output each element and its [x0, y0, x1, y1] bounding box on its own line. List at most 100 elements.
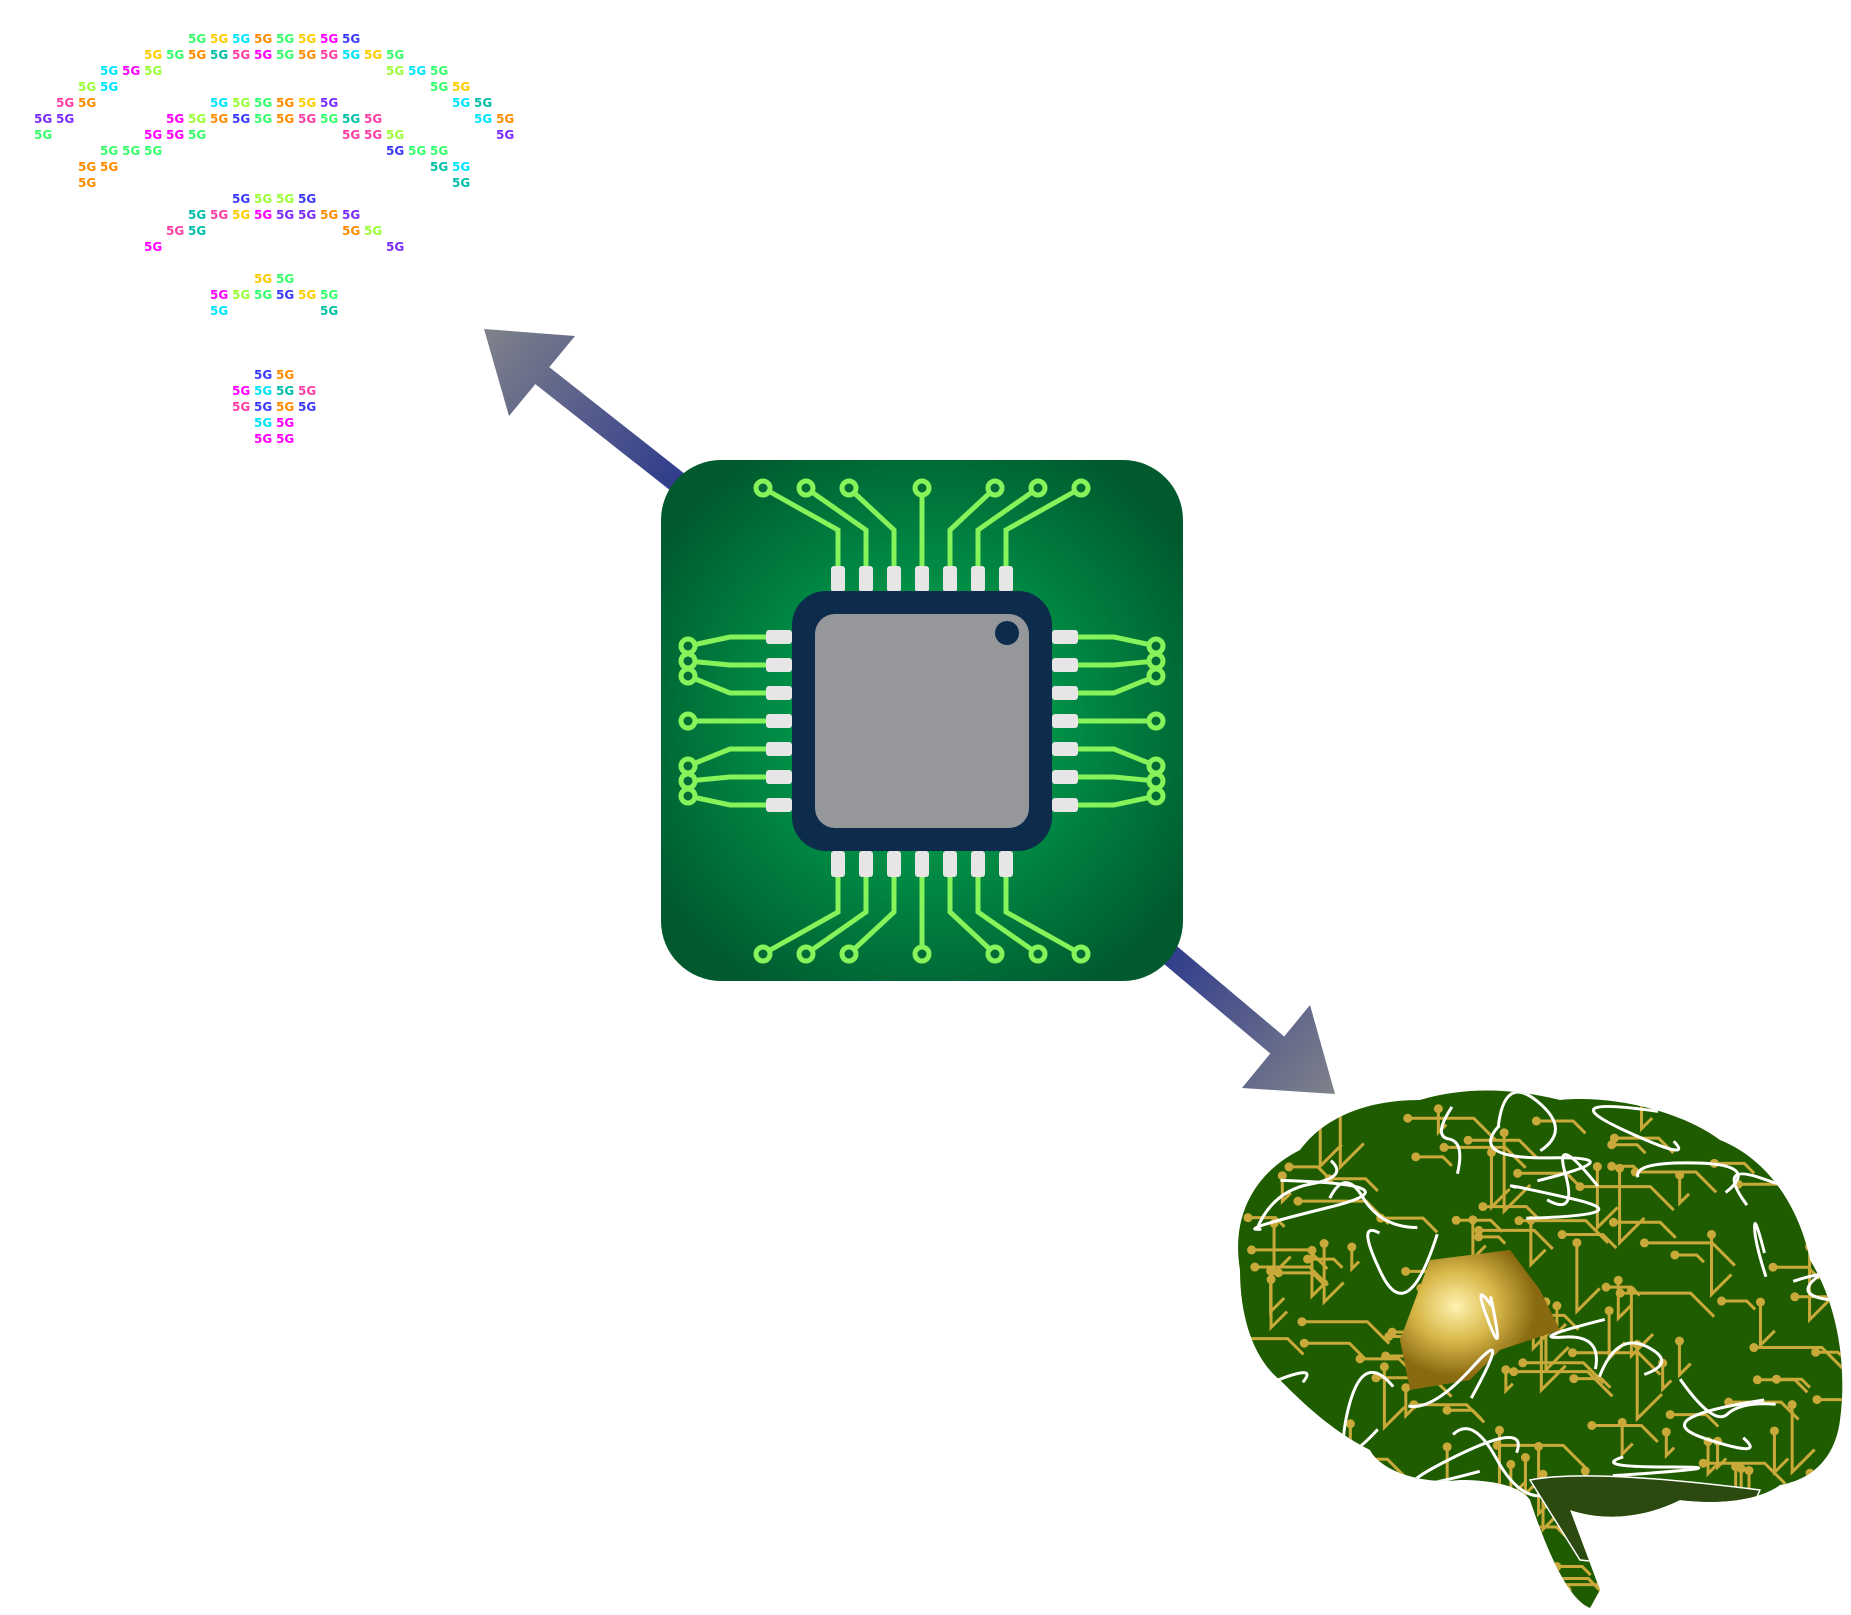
wifi-5g-label: 5G [298, 400, 316, 414]
wifi-5g-label: 5G [210, 32, 228, 46]
brain-gold-core [1400, 1250, 1560, 1390]
wifi-5g-label: 5G [430, 64, 448, 78]
wifi-5g-label: 5G [298, 208, 316, 222]
wifi-5g-icon: 5G 5G 5G 5G 5G 5G 5G 5G 5G 5G 5G 5G 5G 5G 5G 5G 5G 5G 5G 5G… [34, 32, 514, 446]
wifi-5g-label: 5G [320, 32, 338, 46]
wifi-5g-label: 5G [364, 112, 382, 126]
wifi-5g-label: 5G [78, 176, 96, 190]
wifi-5g-label: 5G [254, 416, 272, 430]
wifi-5g-label: 5G [254, 96, 272, 110]
wifi-5g-label: 5G [430, 80, 448, 94]
wifi-5g-label: 5G [232, 288, 250, 302]
wifi-5g-label: 5G [144, 48, 162, 62]
wifi-5g-label: 5G [100, 160, 118, 174]
wifi-5g-label: 5G [78, 80, 96, 94]
wifi-5g-word-cloud: 5G 5G 5G 5G 5G 5G 5G 5G 5G 5G 5G 5G 5G 5G 5G 5G 5G 5G 5G 5G… [34, 32, 514, 446]
wifi-5g-label: 5G [276, 96, 294, 110]
wifi-5g-label: 5G [386, 48, 404, 62]
wifi-5g-label: 5G [364, 128, 382, 142]
chip-traces [678, 478, 1166, 964]
wifi-5g-label: 5G [232, 192, 250, 206]
wifi-5g-label: 5G [276, 432, 294, 446]
wifi-5g-label: 5G [144, 240, 162, 254]
wifi-5g-label: 5G [386, 64, 404, 78]
wifi-5g-label: 5G [166, 48, 184, 62]
wifi-5g-label: 5G [276, 32, 294, 46]
wifi-5g-label: 5G [276, 368, 294, 382]
wifi-5g-label: 5G [298, 32, 316, 46]
wifi-5g-label: 5G [166, 224, 184, 238]
wifi-5g-label: 5G [232, 112, 250, 126]
wifi-5g-label: 5G [188, 224, 206, 238]
wifi-5g-label: 5G [298, 384, 316, 398]
wifi-5g-label: 5G [254, 208, 272, 222]
wifi-5g-label: 5G [254, 368, 272, 382]
wifi-5g-label: 5G [210, 112, 228, 126]
wifi-5g-label: 5G [100, 64, 118, 78]
wifi-5g-label: 5G [166, 128, 184, 142]
wifi-5g-label: 5G [452, 160, 470, 174]
wifi-5g-label: 5G [342, 32, 360, 46]
wifi-5g-label: 5G [188, 32, 206, 46]
wifi-5g-label: 5G [188, 48, 206, 62]
wifi-5g-label: 5G [430, 144, 448, 158]
wifi-5g-label: 5G [276, 400, 294, 414]
wifi-5g-label: 5G [298, 96, 316, 110]
wifi-5g-label: 5G [188, 128, 206, 142]
wifi-5g-label: 5G [430, 160, 448, 174]
wifi-5g-label: 5G [254, 112, 272, 126]
wifi-5g-label: 5G [276, 208, 294, 222]
wifi-5g-label: 5G [144, 64, 162, 78]
wifi-5g-label: 5G [232, 384, 250, 398]
wifi-5g-label: 5G [254, 432, 272, 446]
wifi-5g-label: 5G [342, 224, 360, 238]
wifi-5g-label: 5G [320, 208, 338, 222]
wifi-5g-label: 5G [496, 128, 514, 142]
wifi-5g-label: 5G [166, 112, 184, 126]
wifi-5g-label: 5G [276, 48, 294, 62]
wifi-5g-label: 5G [254, 288, 272, 302]
arrow-to-wifi [484, 329, 697, 501]
wifi-5g-label: 5G [188, 208, 206, 222]
wifi-5g-label: 5G [34, 112, 52, 126]
wifi-5g-label: 5G [276, 272, 294, 286]
wifi-5g-label: 5G [276, 112, 294, 126]
wifi-5g-label: 5G [254, 48, 272, 62]
wifi-5g-label: 5G [254, 272, 272, 286]
wifi-5g-label: 5G [210, 304, 228, 318]
microchip-icon [661, 460, 1183, 981]
arrow-to-brain [1147, 933, 1335, 1094]
wifi-5g-label: 5G [496, 112, 514, 126]
wifi-5g-label: 5G [452, 176, 470, 190]
wifi-5g-label: 5G [254, 400, 272, 414]
wifi-5g-label: 5G [298, 288, 316, 302]
wifi-5g-label: 5G [408, 64, 426, 78]
wifi-5g-label: 5G [364, 48, 382, 62]
wifi-5g-label: 5G [254, 192, 272, 206]
wifi-5g-label: 5G [298, 112, 316, 126]
wifi-5g-label: 5G [210, 96, 228, 110]
wifi-5g-label: 5G [56, 96, 74, 110]
wifi-5g-label: 5G [188, 112, 206, 126]
wifi-5g-label: 5G [474, 112, 492, 126]
wifi-5g-label: 5G [100, 144, 118, 158]
wifi-5g-label: 5G [320, 288, 338, 302]
wifi-5g-label: 5G [232, 400, 250, 414]
wifi-5g-label: 5G [254, 384, 272, 398]
wifi-5g-label: 5G [408, 144, 426, 158]
wifi-5g-label: 5G [210, 208, 228, 222]
wifi-5g-label: 5G [34, 128, 52, 142]
wifi-5g-label: 5G [232, 208, 250, 222]
chip-orientation-dot [995, 621, 1019, 645]
wifi-5g-label: 5G [386, 240, 404, 254]
wifi-5g-label: 5G [56, 112, 74, 126]
wifi-5g-label: 5G [320, 48, 338, 62]
wifi-5g-label: 5G [320, 304, 338, 318]
wifi-5g-label: 5G [144, 144, 162, 158]
wifi-5g-label: 5G [100, 80, 118, 94]
wifi-5g-label: 5G [452, 96, 470, 110]
wifi-5g-label: 5G [122, 144, 140, 158]
wifi-5g-label: 5G [232, 96, 250, 110]
chip-pins [766, 566, 1078, 877]
